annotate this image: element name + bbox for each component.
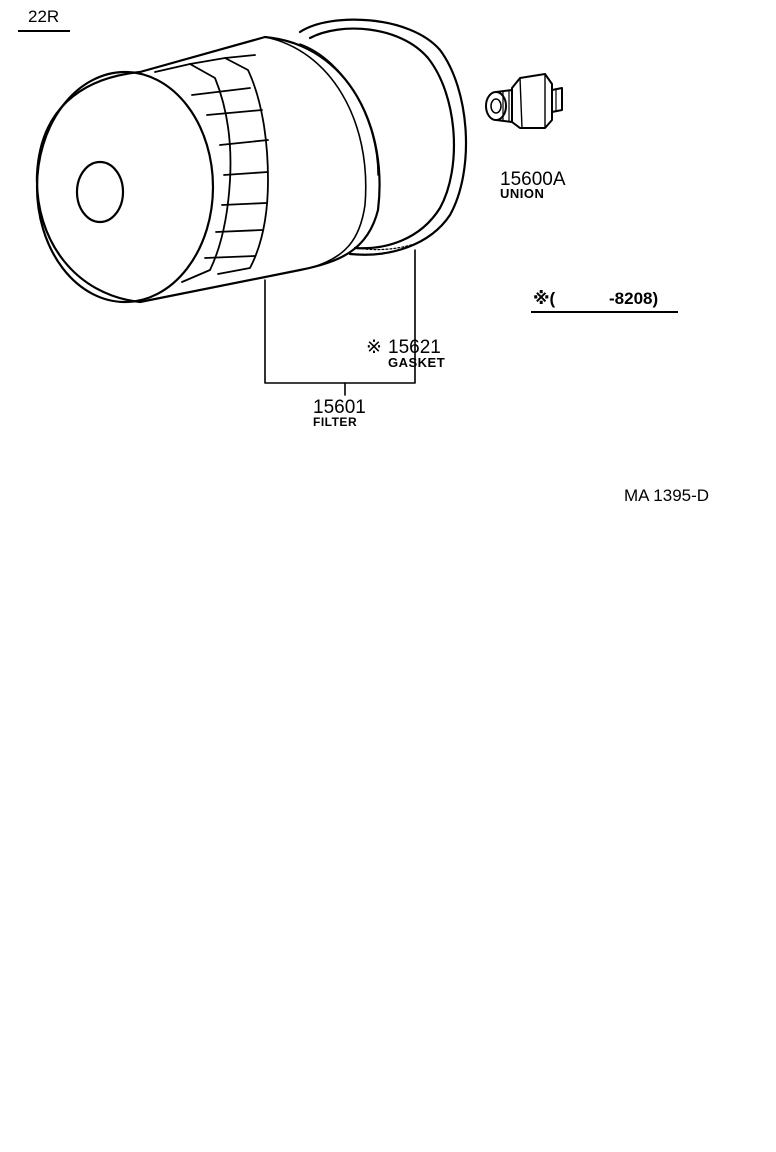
gasket-outer-ring — [298, 18, 468, 256]
gasket-part-name: GASKET — [388, 355, 446, 370]
filter-part-name: FILTER — [313, 415, 358, 429]
filter-body-outline — [35, 35, 381, 304]
model-underline — [18, 30, 70, 32]
filter-part-number: 15601 — [313, 397, 366, 418]
filter-end-face — [35, 70, 215, 304]
union-illustration — [485, 73, 563, 129]
range-note-mark: ※( — [533, 289, 556, 308]
union-part-name: UNION — [500, 186, 545, 201]
gasket-inner-ring — [308, 27, 455, 250]
filter-center-hole — [75, 160, 125, 224]
gasket-illustration — [298, 18, 468, 256]
union-hex — [511, 73, 553, 129]
union-part-number: 15600A — [500, 169, 566, 190]
range-note-value: -8208) — [609, 289, 659, 308]
filter-leader — [264, 249, 416, 384]
gasket-part-number: 15621 — [388, 337, 441, 358]
filter-wrench-flats — [154, 54, 269, 283]
model-label: 22R — [28, 7, 60, 26]
oil-filter-illustration — [35, 35, 381, 304]
gasket-mark: ※ — [366, 337, 382, 358]
leader-lines — [264, 249, 416, 396]
range-note-underline — [531, 311, 678, 313]
drawing-reference: MA 1395-D — [624, 486, 710, 505]
